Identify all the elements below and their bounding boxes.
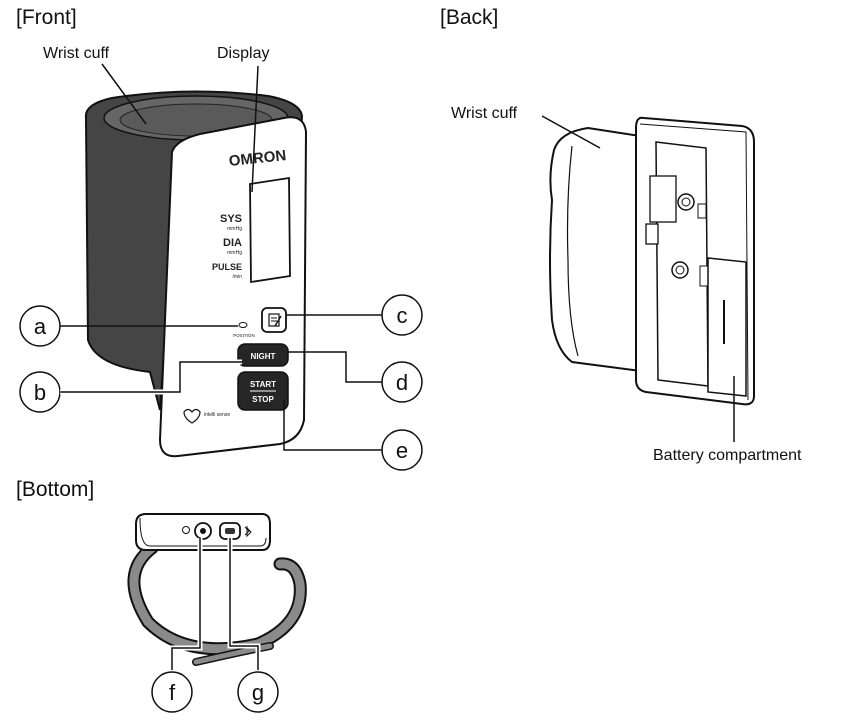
callout-f [151, 671, 193, 713]
callout-b-letter: b [34, 380, 46, 405]
sys-unit: mmHg [227, 226, 242, 232]
callout-d-letter: d [396, 370, 408, 395]
back-wrist-cuff-shape [549, 126, 650, 374]
front-device: OMRON SYS mmHg DIA mmHg PULSE /min POSIT… [84, 90, 308, 458]
stop-label: STOP [252, 395, 274, 404]
back-heading: [Back] [440, 6, 498, 29]
callout-g-letter: g [252, 680, 264, 705]
air-jack-icon [182, 526, 190, 534]
front-heading: [Front] [16, 6, 77, 29]
callout-c-letter: c [397, 303, 408, 328]
back-latch-upper [697, 203, 707, 219]
back-screw-upper [677, 193, 695, 211]
dia-unit: mmHg [227, 250, 242, 256]
back-label-plate [649, 175, 677, 223]
bluetooth-icon [244, 526, 252, 538]
callout-d-leader [288, 351, 382, 383]
display-label: Display [217, 45, 269, 62]
back-screw-upper-inner [681, 197, 691, 207]
memory-icon [268, 313, 282, 327]
night-button[interactable] [237, 343, 289, 367]
back-wrist-cuff-leader [541, 115, 601, 149]
bottom-housing-edge [139, 517, 267, 547]
display-screen [249, 176, 291, 284]
air-jack-center [200, 528, 206, 534]
callout-b-leader [60, 361, 242, 393]
start-label: START [250, 380, 276, 389]
intellisense-label: intelli sense [204, 412, 230, 418]
bottom-device [127, 513, 307, 666]
front-wrist-cuff-shape [84, 90, 304, 411]
usb-port-inner [225, 528, 235, 534]
callout-g-leader [229, 538, 259, 670]
sys-label: SYS [220, 213, 242, 225]
back-plate-edge [639, 123, 749, 401]
back-clip [645, 223, 659, 245]
callout-g [237, 671, 279, 713]
front-wrist-cuff-leader [101, 63, 147, 125]
callout-f-letter: f [169, 680, 176, 705]
front-wrist-cuff-label: Wrist cuff [43, 45, 110, 62]
brand-logo: OMRON [228, 147, 287, 170]
dia-label: DIA [223, 237, 242, 249]
callout-f-leader-halo [169, 538, 203, 670]
heart-icon [183, 408, 201, 424]
callout-f-leader [171, 538, 201, 670]
bottom-heading: [Bottom] [16, 478, 94, 501]
callout-e-letter: e [396, 438, 408, 463]
back-cuff-fold [566, 145, 579, 357]
callout-a-letter: a [34, 314, 47, 339]
pulse-unit: /min [233, 274, 243, 280]
bottom-strap-tail [193, 643, 273, 665]
back-latch-lower [699, 265, 709, 287]
callout-e-leader [283, 400, 382, 451]
battery-cover [707, 257, 747, 397]
back-screw-lower [671, 261, 689, 279]
back-screw-lower-inner [675, 265, 685, 275]
night-button-label: NIGHT [251, 352, 276, 361]
position-indicator-label: POSITION [233, 333, 255, 338]
position-indicator-light [238, 322, 248, 328]
back-wrist-cuff-label: Wrist cuff [451, 105, 518, 122]
pulse-label: PULSE [212, 262, 242, 272]
battery-compartment-label: Battery compartment [653, 447, 802, 464]
back-device [549, 116, 755, 406]
display-leader [251, 65, 259, 193]
